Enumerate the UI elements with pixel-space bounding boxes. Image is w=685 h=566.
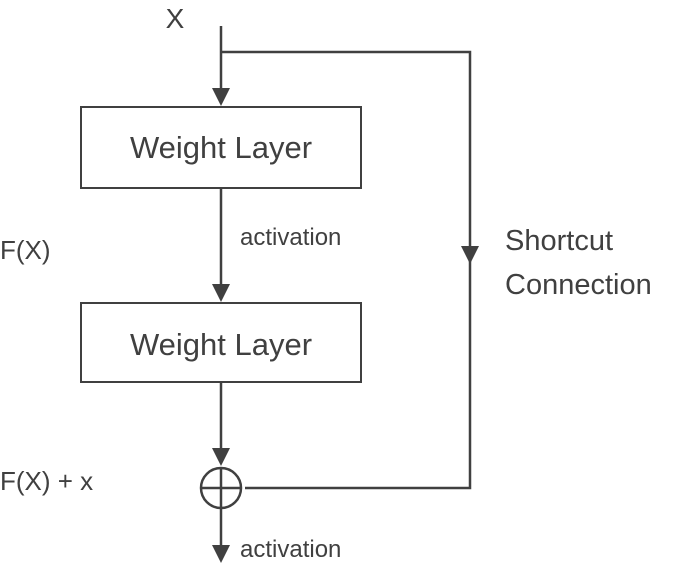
weight-layer-label-2: Weight Layer bbox=[130, 327, 312, 362]
sum-label: F(X) + x bbox=[0, 466, 93, 496]
shortcut-label-line-1: Shortcut bbox=[505, 225, 613, 257]
shortcut-connection-line bbox=[221, 50, 472, 490]
fx-label: F(X) bbox=[0, 235, 51, 265]
output-activation-label: activation bbox=[240, 536, 341, 563]
shortcut-arrow-head bbox=[461, 246, 479, 264]
shortcut-label-line-2: Connection bbox=[505, 269, 652, 301]
activation-label: activation bbox=[240, 224, 341, 251]
weight-layer-label-1: Weight Layer bbox=[130, 130, 312, 165]
weight-layer-box-2 bbox=[80, 302, 362, 383]
input-label: X bbox=[166, 3, 185, 34]
weight-layer-box-1 bbox=[80, 106, 362, 189]
input-arrow-head bbox=[212, 88, 230, 106]
activation-arrow-head bbox=[212, 284, 230, 302]
sum-arrow-head bbox=[212, 448, 230, 466]
output-arrow-head bbox=[212, 545, 230, 563]
